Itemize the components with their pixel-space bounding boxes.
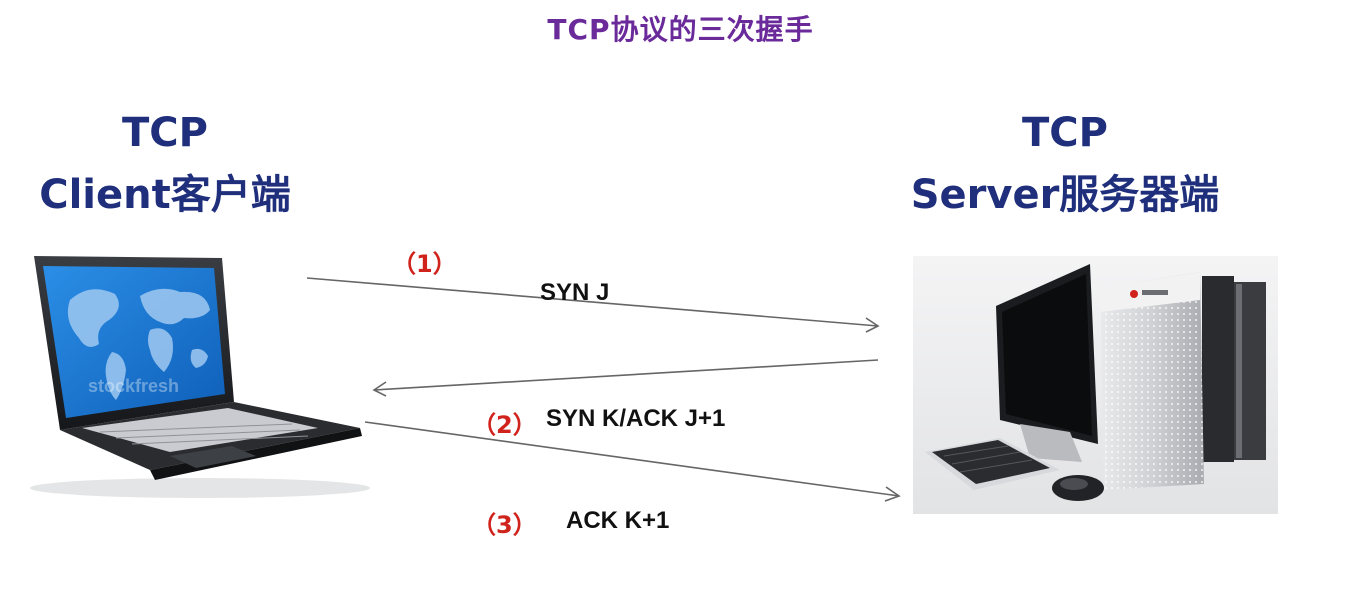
- diagram-title: TCP协议的三次握手: [547, 13, 814, 46]
- client-title-line2: Client客户端: [39, 172, 291, 218]
- client-title-line1: TCP: [122, 110, 208, 156]
- message-ack: ACK K+1: [566, 507, 670, 534]
- arrow-syn-ack: [372, 359, 879, 397]
- server-title-line1: TCP: [1022, 110, 1108, 156]
- arrow-syn: [306, 277, 880, 333]
- watermark: stockfresh: [88, 376, 179, 396]
- step-number-3: （3）: [472, 511, 537, 539]
- server-title: TCP Server服务器端: [875, 102, 1255, 226]
- server-title-line2: Server服务器端: [910, 172, 1220, 218]
- step-number-1: （1）: [392, 250, 457, 278]
- handshake-arrows: [306, 277, 901, 502]
- message-syn: SYN J: [540, 279, 610, 306]
- client-title: TCP Client客户端: [10, 102, 320, 226]
- message-syn-ack: SYN K/ACK J+1: [546, 405, 726, 432]
- desktop-computer-icon: [913, 256, 1278, 514]
- laptop-icon: stockfresh: [30, 256, 370, 498]
- arrow-ack: [364, 421, 901, 502]
- step-number-2: （2）: [472, 411, 537, 439]
